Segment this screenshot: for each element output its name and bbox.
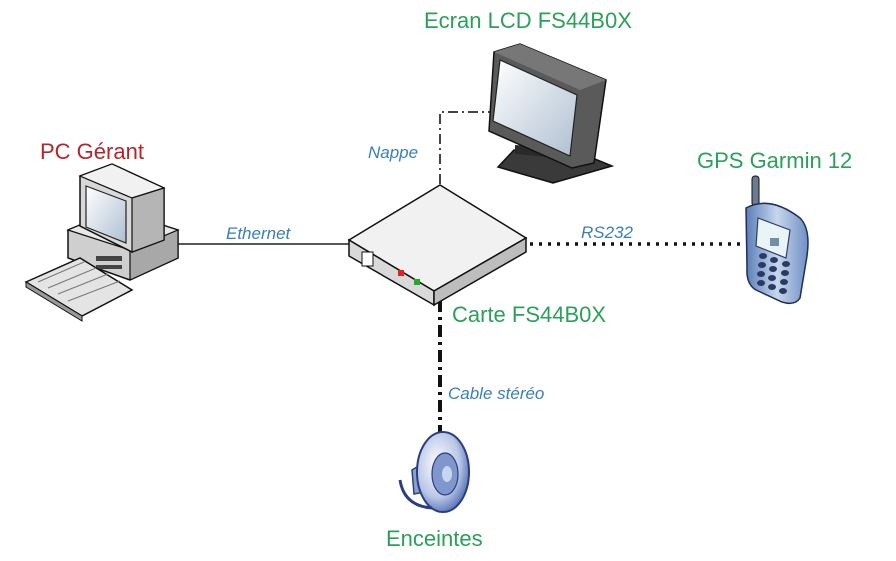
stereo-label: Cable stéréo — [448, 384, 544, 403]
nappe-label: Nappe — [368, 143, 418, 162]
gps-label: GPS Garmin 12 — [697, 148, 852, 173]
lcd-label: Ecran LCD FS44B0X — [424, 8, 632, 33]
gps-phone-icon — [745, 175, 809, 305]
speaker-icon — [398, 431, 470, 513]
card-label: Carte FS44B0X — [452, 302, 606, 327]
ethernet-label: Ethernet — [226, 224, 292, 243]
pc-label: PC Gérant — [40, 139, 144, 164]
lcd-monitor-icon — [488, 43, 615, 184]
rs232-label: RS232 — [581, 223, 634, 242]
board-box-icon — [347, 184, 528, 307]
pc-icon — [24, 163, 180, 322]
speaker-label: Enceintes — [386, 526, 483, 551]
